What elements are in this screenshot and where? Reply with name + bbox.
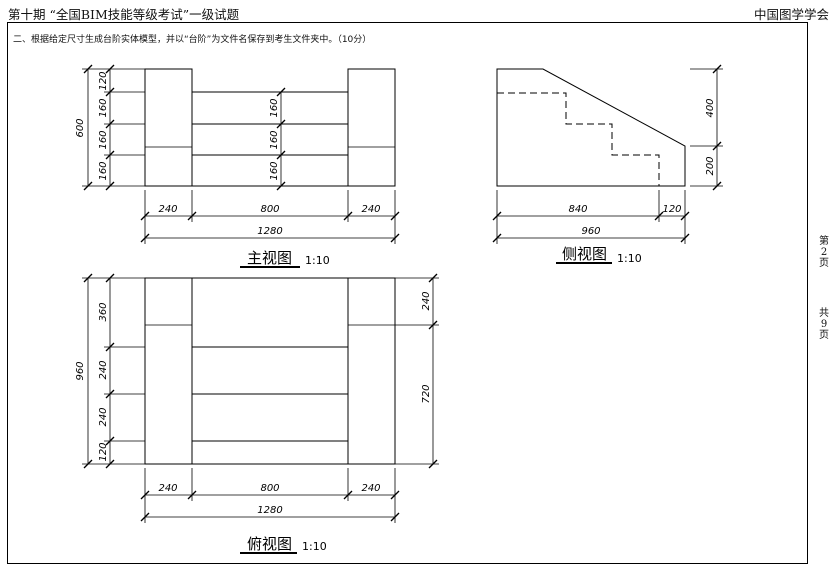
header-organization: 中国图学学会	[753, 7, 829, 22]
side-dim-width: 840	[568, 204, 587, 215]
front-dim-left-step: 160	[98, 161, 109, 180]
front-dim-center-step: 160	[269, 161, 280, 180]
page-total: 共9页	[819, 308, 829, 341]
front-dim-total-width: 1280	[257, 226, 282, 237]
front-right-pier	[347, 68, 396, 187]
top-dim-left-step: 240	[98, 360, 109, 379]
side-view-scale: 1:10	[617, 252, 642, 265]
front-dim-center-step: 160	[269, 98, 280, 117]
side-dim-height: 400	[705, 98, 716, 117]
front-view-scale: 1:10	[305, 254, 330, 267]
front-view-title: 主视图	[247, 249, 292, 267]
front-dim-left-step: 160	[98, 98, 109, 117]
side-hidden-steps	[497, 92, 660, 186]
top-dim-total-width: 1280	[257, 505, 282, 516]
drawing-frame	[7, 22, 808, 564]
side-outline	[496, 68, 686, 187]
top-right-pier	[347, 277, 396, 465]
front-dim-center-step: 160	[269, 130, 280, 149]
front-dim-left-step: 160	[98, 130, 109, 149]
front-dim-bottom-width: 800	[260, 204, 279, 215]
side-dim-height: 200	[705, 156, 716, 175]
front-dim-bottom-width: 240	[361, 204, 380, 215]
top-dim-bottom-width: 800	[260, 483, 279, 494]
top-dim-left-step: 360	[98, 302, 109, 321]
top-dim-left-step: 240	[98, 407, 109, 426]
top-view-title: 俯视图	[247, 535, 292, 553]
top-dim-total-depth: 960	[75, 361, 86, 380]
top-left-pier	[144, 277, 193, 465]
front-view	[144, 68, 396, 187]
front-dim-bottom-width: 240	[158, 204, 177, 215]
question-text: 二、根据给定尺寸生成台阶实体模型，并以“台阶”为文件名保存到考生文件夹中。（10…	[13, 35, 372, 45]
top-view-scale: 1:10	[302, 540, 327, 553]
top-dim-right: 240	[421, 291, 432, 310]
top-dim-right: 720	[421, 384, 432, 403]
side-view-title: 侧视图	[562, 245, 607, 263]
front-dim-total-height: 600	[75, 118, 86, 137]
header-title: 第十期 “全国BIM技能等级考试”一级试题	[8, 7, 240, 22]
side-dim-total-width: 960	[581, 226, 600, 237]
side-dim-width: 120	[662, 204, 681, 215]
top-view	[144, 277, 396, 465]
top-dim-bottom-width: 240	[361, 483, 380, 494]
top-dim-bottom-width: 240	[158, 483, 177, 494]
front-dim-left-step: 120	[98, 71, 109, 90]
page-number: 第2页	[819, 236, 829, 269]
front-left-pier	[144, 68, 193, 187]
top-dim-left-step: 120	[98, 442, 109, 461]
side-view	[496, 68, 686, 187]
